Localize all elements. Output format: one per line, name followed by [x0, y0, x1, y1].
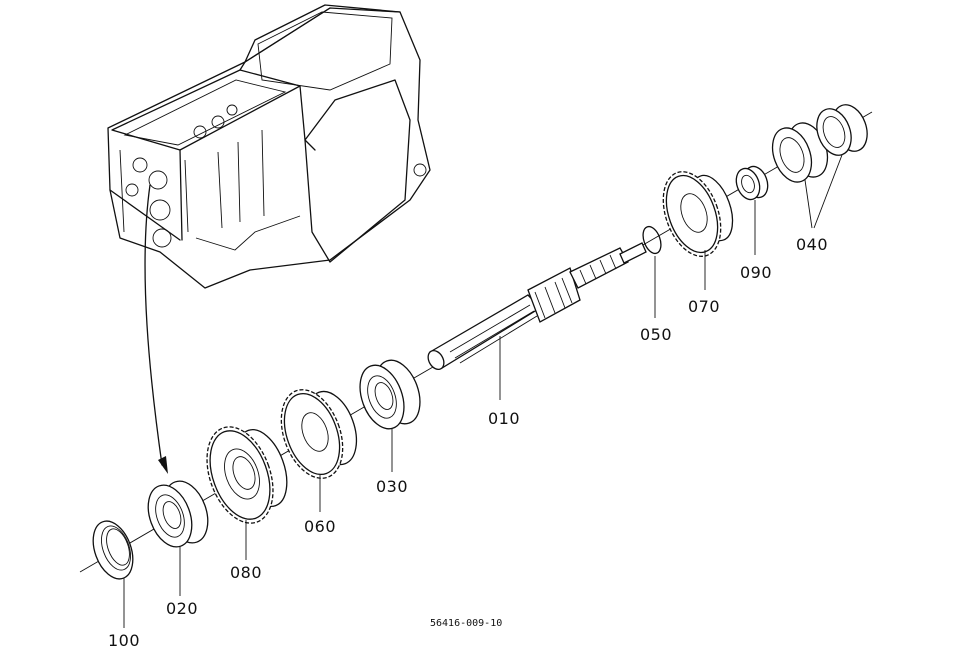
part-label-030: 030 [376, 477, 408, 496]
part-label-020: 020 [166, 599, 198, 618]
housing-leader-arrow [144, 184, 168, 474]
part-label-080: 080 [230, 563, 262, 582]
main-shaft-010 [427, 242, 647, 400]
oil-seal-100 [92, 520, 134, 628]
part-label-050: 050 [640, 325, 672, 344]
ball-bearing-020 [147, 480, 209, 596]
part-label-090: 090 [740, 263, 772, 282]
part-label-040: 040 [796, 235, 828, 254]
gear-070 [662, 171, 734, 290]
transmission-housing [107, 4, 431, 289]
part-label-060: 060 [304, 517, 336, 536]
gear-060 [280, 389, 358, 512]
ball-bearing-030 [359, 359, 421, 472]
part-label-010: 010 [488, 409, 520, 428]
drawing-code: 56416-009-10 [430, 618, 502, 629]
collar-090 [735, 165, 769, 255]
gear-080 [206, 426, 288, 560]
snap-ring-050 [642, 225, 662, 318]
part-label-070: 070 [688, 297, 720, 316]
part-label-100: 100 [108, 631, 140, 650]
ball-bearing-040 [771, 104, 868, 229]
